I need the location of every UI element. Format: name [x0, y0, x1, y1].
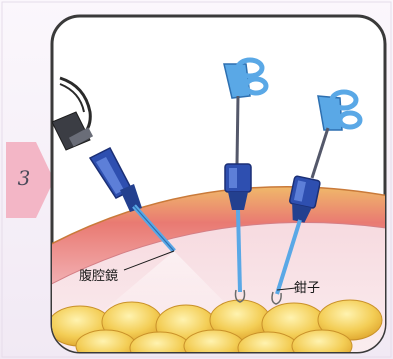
forceps-label: 鉗子	[294, 277, 320, 296]
scissor-handle-icon	[224, 60, 266, 98]
laparoscope-label: 腹腔鏡	[79, 265, 118, 284]
scissor-handle-icon	[318, 92, 360, 130]
step-number: 3	[11, 166, 37, 190]
